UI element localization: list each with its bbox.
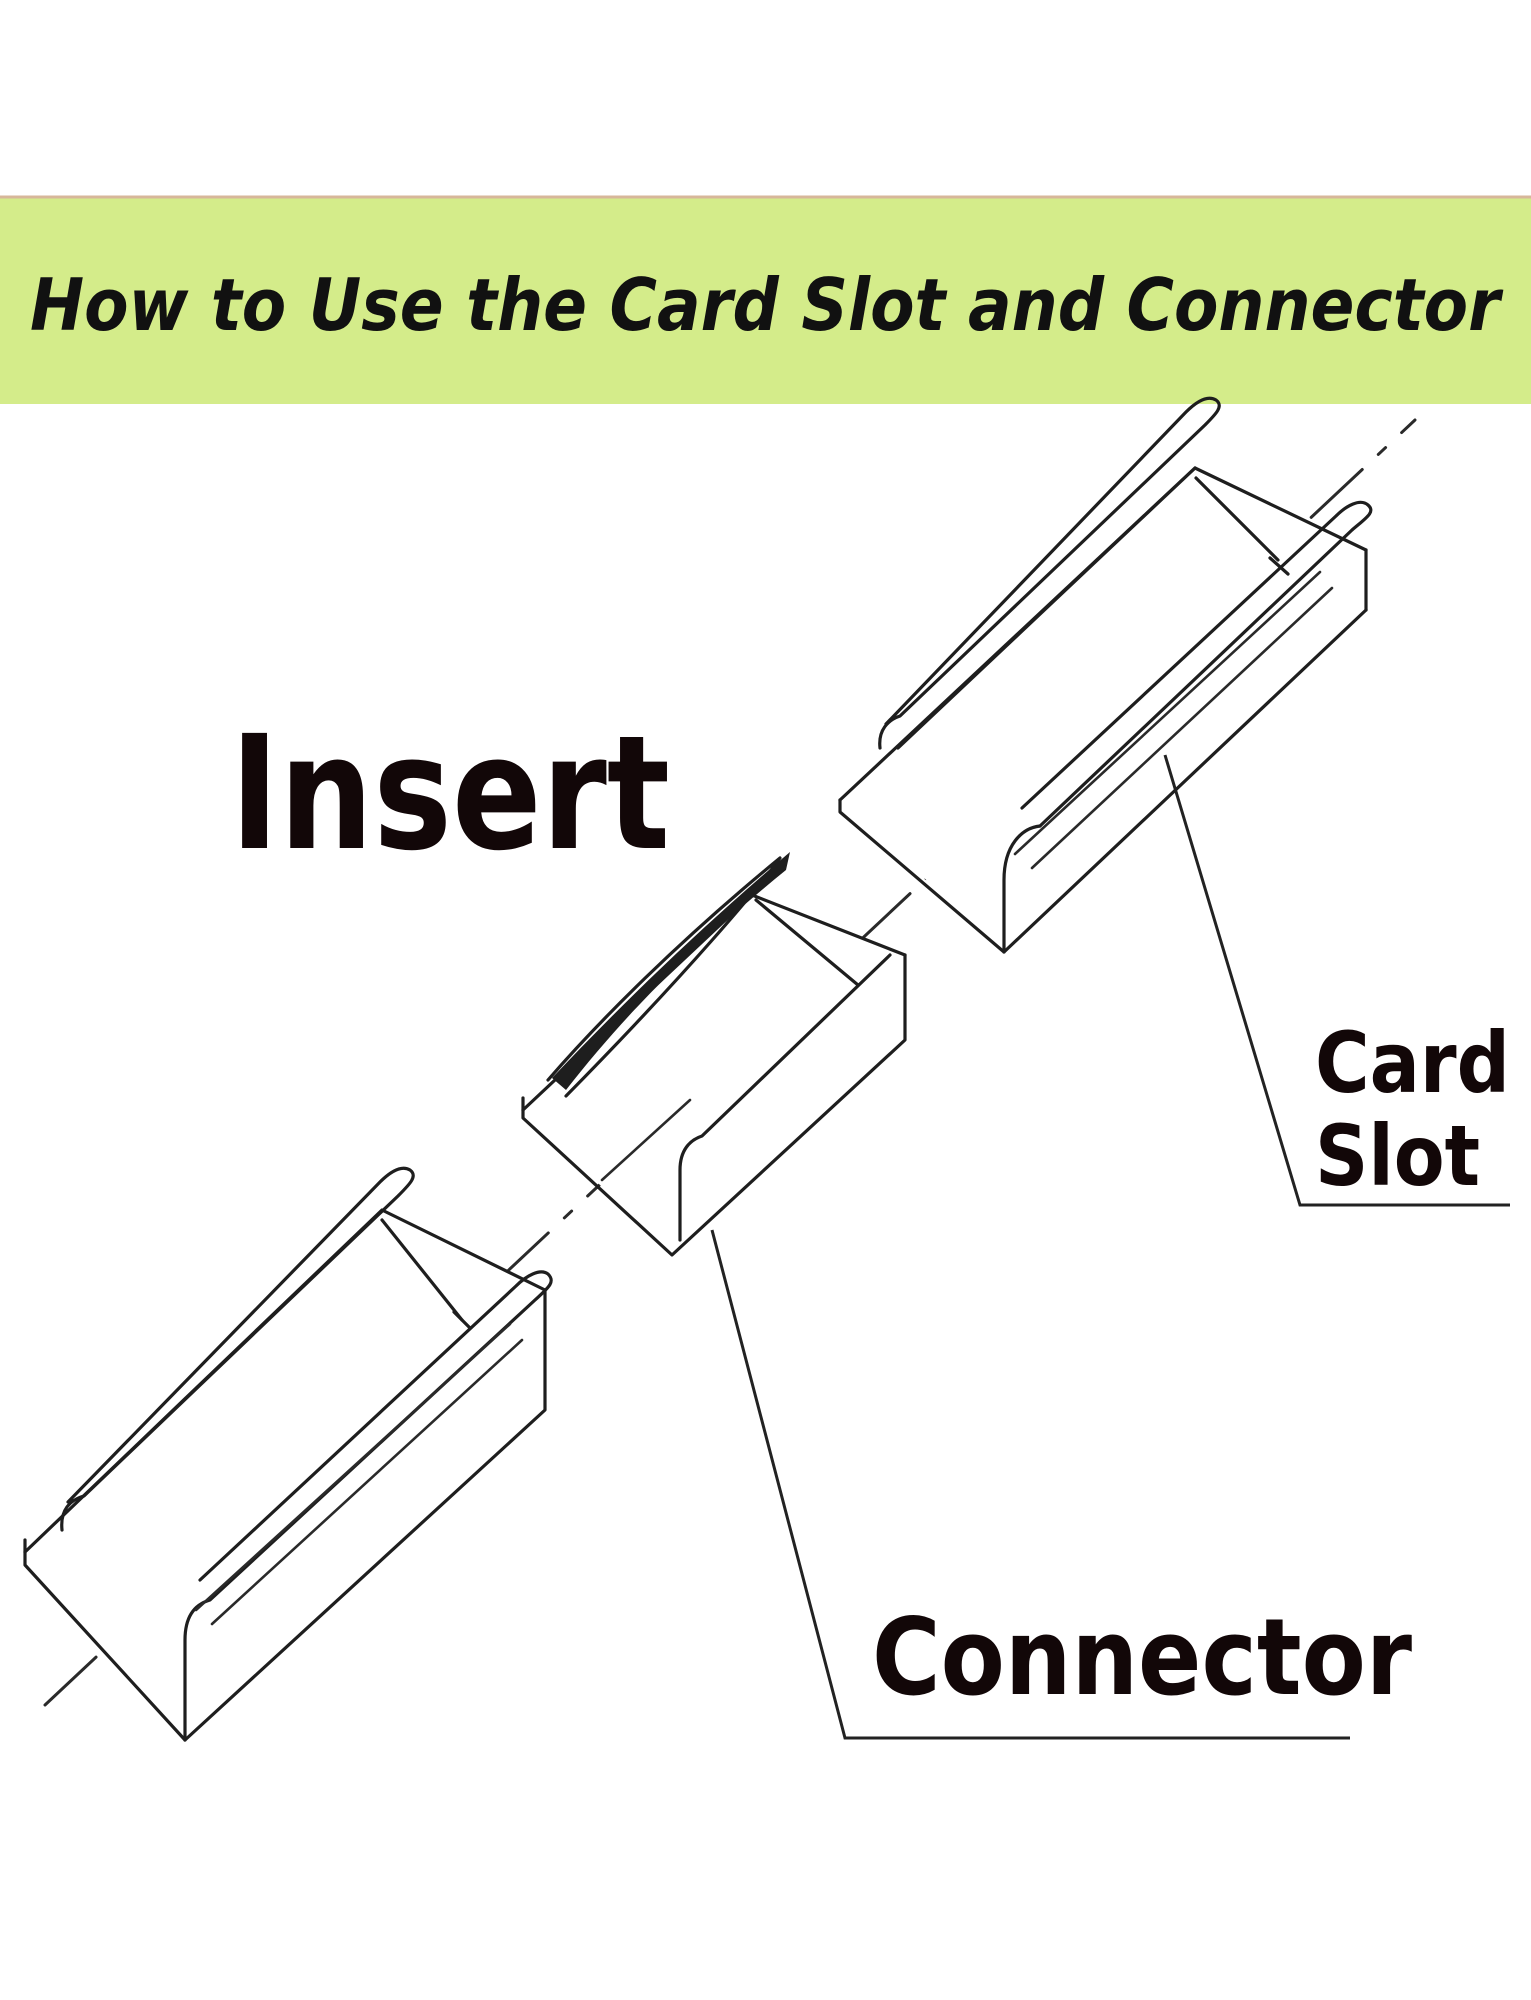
card-slot-label-line1: Card xyxy=(1315,1014,1510,1112)
connector-piece xyxy=(521,852,907,1257)
card-slot-lower xyxy=(23,1166,553,1742)
banner-background xyxy=(0,196,1531,404)
card-slot-upper xyxy=(838,396,1373,954)
connector-label: Connector xyxy=(872,1596,1412,1719)
banner-title: How to Use the Card Slot and Connector xyxy=(30,263,1504,347)
connector-leader-line xyxy=(710,1229,1350,1740)
card-slot-leader-line xyxy=(1163,754,1510,1207)
title-banner: How to Use the Card Slot and Connector xyxy=(0,195,1531,404)
insert-label: Insert xyxy=(230,702,670,886)
card-slot-label-line2: Slot xyxy=(1315,1107,1480,1205)
